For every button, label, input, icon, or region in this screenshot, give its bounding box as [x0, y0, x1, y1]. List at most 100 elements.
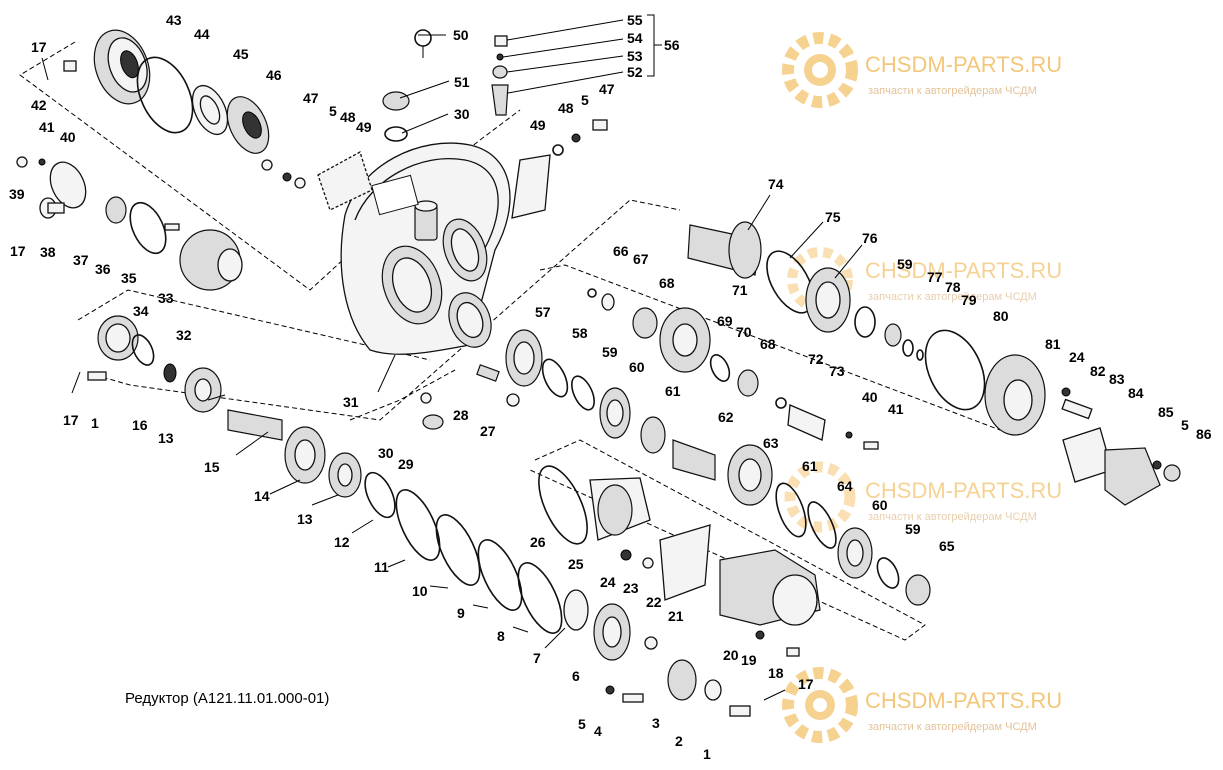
part-label: 29 — [398, 456, 414, 472]
part-label: 61 — [802, 458, 818, 474]
part-label: 59 — [897, 256, 913, 272]
part-label: 18 — [768, 665, 784, 681]
part-label: 60 — [872, 497, 888, 513]
part-label: 35 — [121, 270, 137, 286]
part-label: 47 — [599, 81, 615, 97]
watermark-top: CHSDM-PARTS.RU запчасти к автогрейдерам … — [782, 32, 1062, 108]
part-label: 9 — [457, 605, 465, 621]
left-cluster-parts — [16, 156, 243, 413]
part-label: 59 — [602, 344, 618, 360]
part-label: 40 — [862, 389, 878, 405]
part-label: 46 — [266, 67, 282, 83]
breather-parts — [382, 14, 662, 156]
gearbox-housing — [340, 142, 511, 355]
part-label: 17 — [10, 243, 26, 259]
gear-logo-icon — [782, 667, 858, 743]
part-label: 23 — [623, 580, 639, 596]
part-label: 17 — [798, 676, 814, 692]
part-label: 53 — [627, 48, 643, 64]
part-label: 5 — [329, 103, 337, 119]
part-label: 12 — [334, 534, 350, 550]
watermark-brand: CHSDM-PARTS.RU — [865, 478, 1062, 503]
part-label: 43 — [166, 12, 182, 28]
part-label: 63 — [763, 435, 779, 451]
part-label: 38 — [40, 244, 56, 260]
part-label: 13 — [297, 511, 313, 527]
part-label: 80 — [993, 308, 1009, 324]
part-label: 83 — [1109, 371, 1125, 387]
part-label: 17 — [63, 412, 79, 428]
part-label: 50 — [453, 27, 469, 43]
watermark-mid: CHSDM-PARTS.RU запчасти к автогрейдерам … — [787, 247, 1062, 313]
part-label: 73 — [829, 363, 845, 379]
part-label: 70 — [736, 324, 752, 340]
part-number-labels: 17 42 43 44 45 46 47 5 48 49 50 51 30 55… — [9, 12, 1212, 762]
part-label: 21 — [668, 608, 684, 624]
part-label: 40 — [60, 129, 76, 145]
watermark-lower: CHSDM-PARTS.RU запчасти к автогрейдерам … — [784, 461, 1062, 533]
part-label: 67 — [633, 251, 649, 267]
part-label: 68 — [760, 336, 776, 352]
part-label: 82 — [1090, 363, 1106, 379]
part-label: 1 — [91, 415, 99, 431]
part-label: 13 — [158, 430, 174, 446]
part-label: 28 — [453, 407, 469, 423]
part-label: 27 — [480, 423, 496, 439]
part-label: 84 — [1128, 385, 1144, 401]
part-label: 25 — [568, 556, 584, 572]
part-label: 26 — [530, 534, 546, 550]
part-label: 72 — [808, 351, 824, 367]
part-label: 36 — [95, 261, 111, 277]
part-label: 68 — [659, 275, 675, 291]
part-label: 54 — [627, 30, 643, 46]
input-shaft-parts — [227, 409, 362, 498]
watermark-tagline: запчасти к автогрейдерам ЧСДМ — [868, 721, 1037, 733]
part-label: 14 — [254, 488, 270, 504]
part-label: 48 — [558, 100, 574, 116]
watermark-tagline: запчасти к автогрейдерам ЧСДМ — [868, 511, 1037, 523]
part-label: 37 — [73, 252, 89, 268]
part-label: 57 — [535, 304, 551, 320]
part-label: 56 — [664, 37, 680, 53]
part-label: 44 — [194, 26, 210, 42]
part-label: 5 — [578, 716, 586, 732]
part-label: 47 — [303, 90, 319, 106]
part-label: 86 — [1196, 426, 1212, 442]
part-label: 30 — [378, 445, 394, 461]
part-label: 4 — [594, 723, 602, 739]
part-label: 58 — [572, 325, 588, 341]
part-label: 20 — [723, 647, 739, 663]
pump-and-flanges — [538, 465, 821, 717]
part-label: 19 — [741, 652, 757, 668]
watermark-brand: CHSDM-PARTS.RU — [865, 258, 1062, 283]
part-label: 6 — [572, 668, 580, 684]
part-label: 34 — [133, 303, 149, 319]
part-label: 78 — [945, 279, 961, 295]
gear-logo-icon — [787, 247, 853, 313]
gear-logo-icon — [782, 32, 858, 108]
part-label: 22 — [646, 594, 662, 610]
output-shaft-parts — [687, 221, 1181, 506]
part-label: 15 — [204, 459, 220, 475]
gear-logo-icon — [784, 461, 856, 533]
part-label: 24 — [600, 574, 616, 590]
part-label: 42 — [31, 97, 47, 113]
part-label: 8 — [497, 628, 505, 644]
part-label: 85 — [1158, 404, 1174, 420]
part-label: 81 — [1045, 336, 1061, 352]
part-label: 59 — [905, 521, 921, 537]
part-label: 65 — [939, 538, 955, 554]
part-label: 60 — [629, 359, 645, 375]
part-label: 49 — [530, 117, 546, 133]
part-label: 77 — [927, 269, 943, 285]
diagram-caption: Редуктор (А121.11.01.000-01) — [125, 690, 330, 707]
part-label: 51 — [454, 74, 470, 90]
watermark-tagline: запчасти к автогрейдерам ЧСДМ — [868, 85, 1037, 97]
part-label: 2 — [675, 733, 683, 749]
part-label: 11 — [374, 559, 389, 575]
part-label: 79 — [961, 292, 977, 308]
left-top-parts — [41, 29, 551, 219]
watermark-brand: CHSDM-PARTS.RU — [865, 688, 1062, 713]
part-label: 5 — [581, 92, 589, 108]
